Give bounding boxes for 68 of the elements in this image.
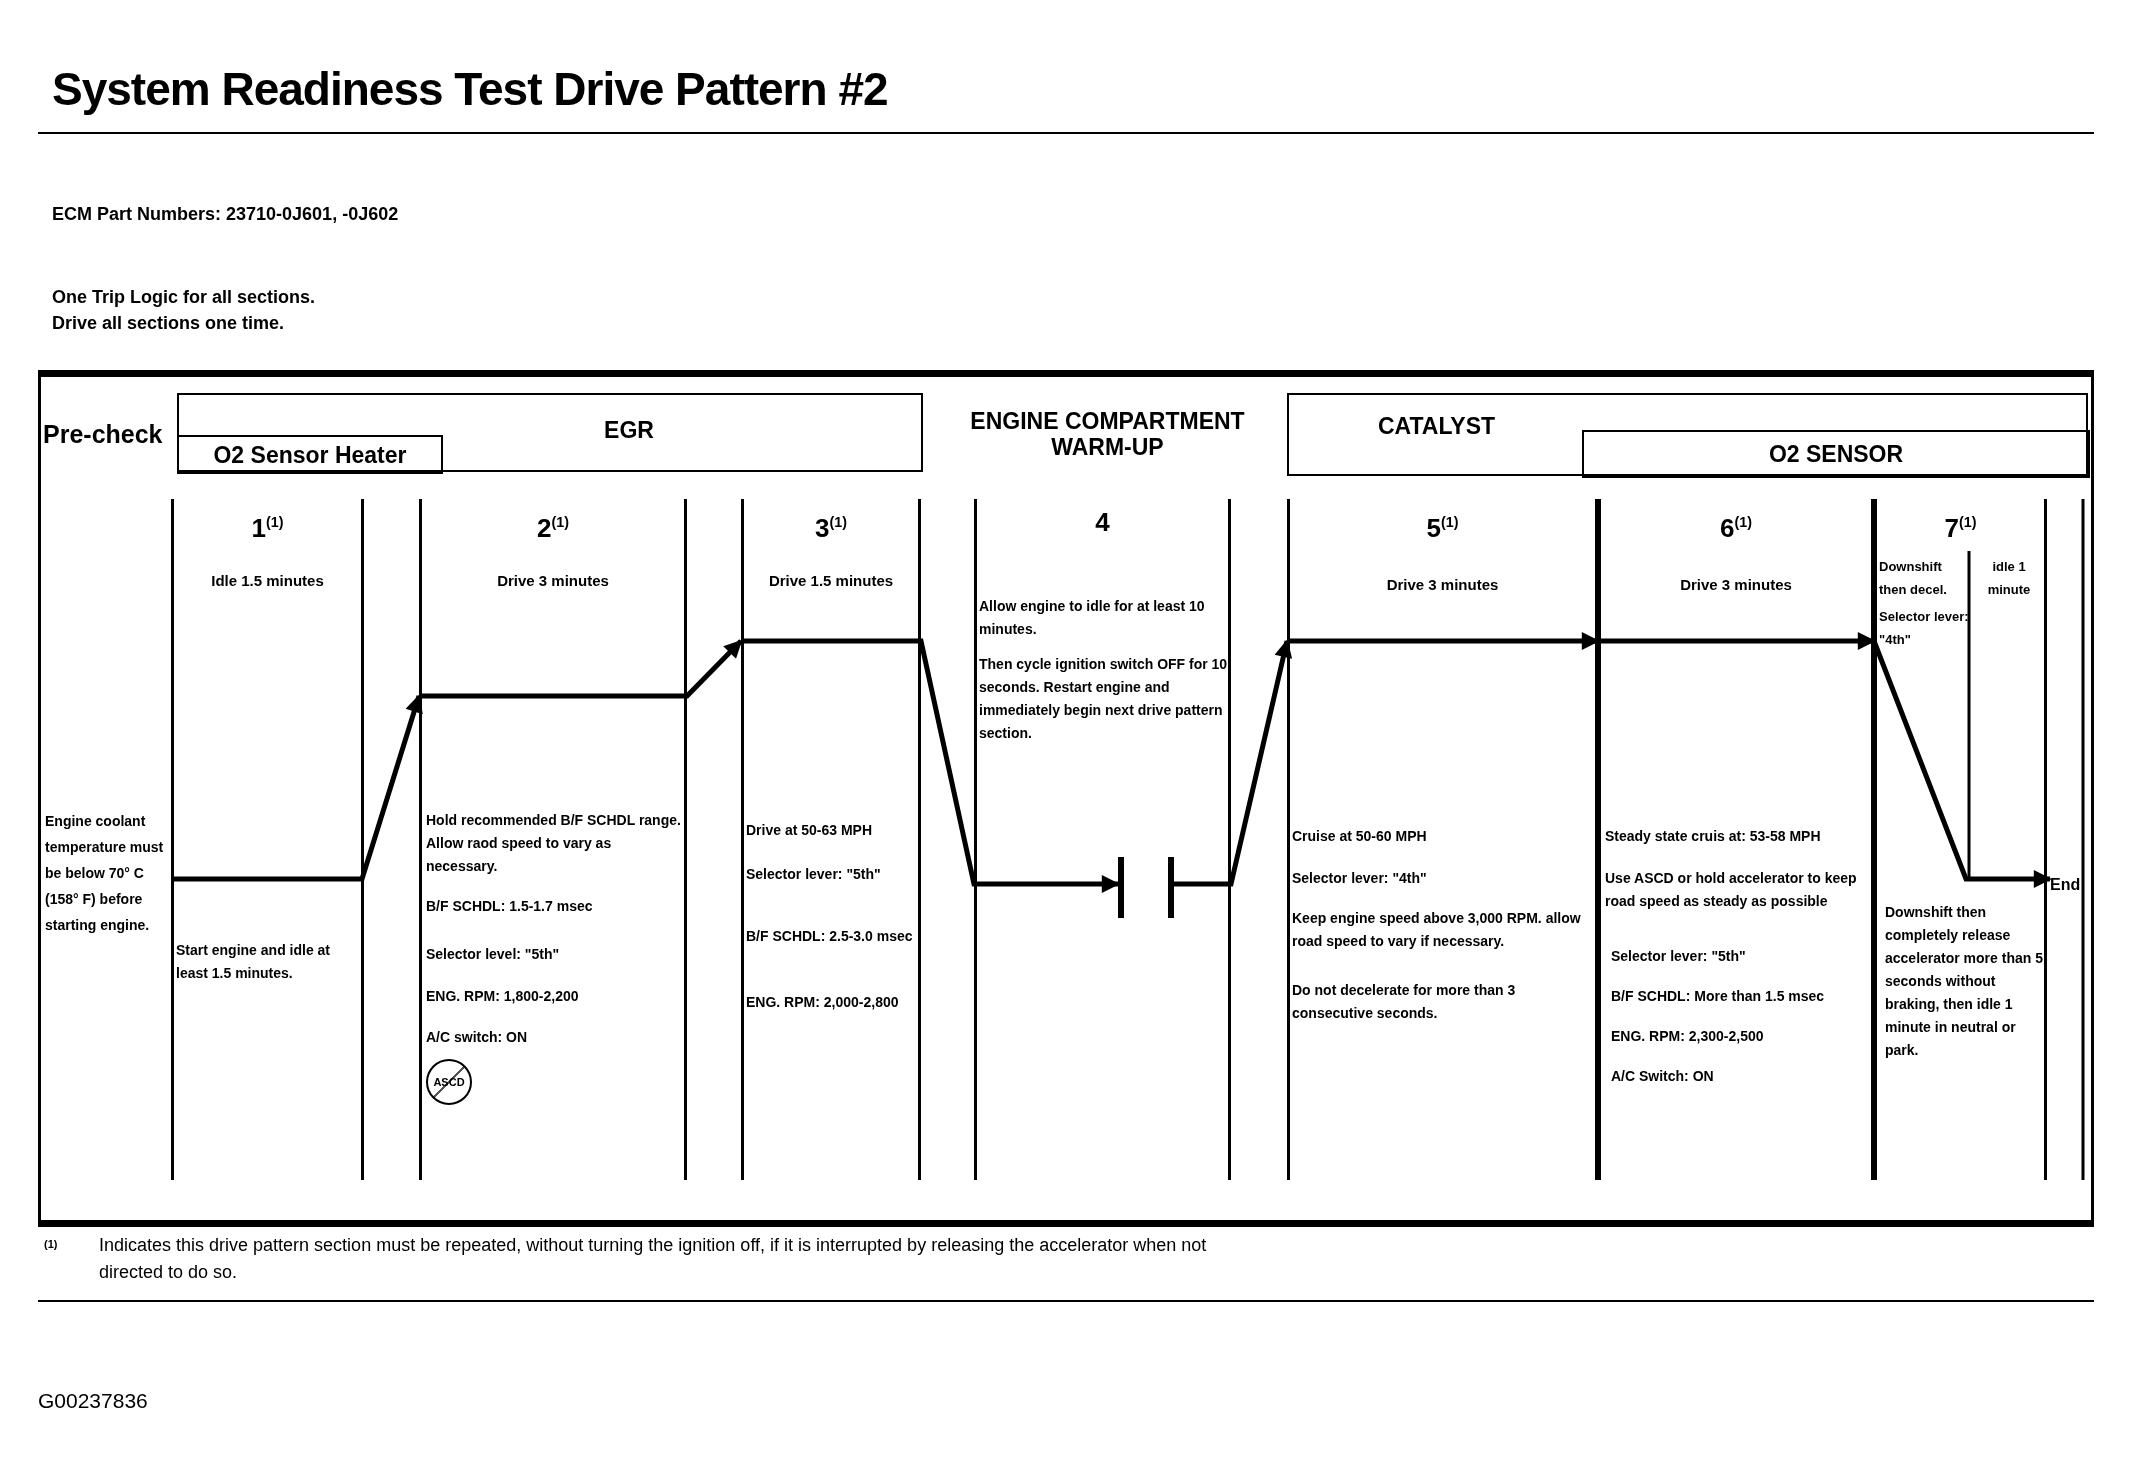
step-number: 3$^{(1)}$ — [814, 511, 848, 543]
instruction-text: Downshift then decel. — [1879, 558, 1948, 599]
instruction-text: Hold recommended B/F SCHDL range. Allow raod speed to vary as necessary. — [426, 811, 682, 876]
step-column — [1287, 499, 1598, 1180]
section-heading: ENGINE COMPARTMENT WARM-UP — [969, 408, 1246, 460]
band-title: EGR — [603, 417, 655, 443]
instruction-text: Idle 1.5 minutes — [210, 571, 325, 591]
step-column — [974, 499, 1231, 1180]
end-text: End — [2050, 873, 2081, 897]
note-text: One Trip Logic for all sections. — [52, 286, 317, 309]
arrow — [1173, 639, 1293, 887]
instruction-text: Drive 3 minutes — [1679, 575, 1793, 595]
instruction-text: B/F SCHDL: More than 1.5 msec — [1611, 987, 1826, 1006]
instruction-text: Allow engine to idle for at least 10 minutes. — [979, 597, 1206, 639]
instruction-text: idle 1 minute — [1986, 558, 2032, 599]
step-number: 5$^{(1)}$ — [1425, 511, 1460, 543]
instruction-text: ENG. RPM: 2,300-2,500 — [1611, 1027, 1765, 1046]
instruction-text: Selector lever: "4th" — [1879, 608, 1970, 649]
step-column — [741, 499, 921, 1180]
arrow — [419, 639, 743, 699]
step-number: 6$^{(1)}$ — [1719, 511, 1753, 543]
instruction-text: Drive 3 minutes — [496, 571, 610, 591]
band-title: CATALYST — [1376, 413, 1497, 439]
band-title: O2 Sensor Heater — [212, 442, 408, 468]
step-column — [419, 499, 687, 1180]
instruction-text: ENG. RPM: 2,000-2,800 — [746, 993, 900, 1012]
instruction-text: Start engine and idle at least 1.5 minutes. — [176, 941, 332, 983]
section-band — [1582, 430, 2090, 478]
note-text: Engine coolant temperature must be below 70° C (158° F) before starting engine. — [45, 812, 165, 935]
instruction-text: B/F SCHDL: 2.5-3.0 msec — [746, 927, 914, 946]
instruction-text: B/F SCHDL: 1.5-1.7 msec — [426, 897, 594, 916]
arrow — [741, 638, 1120, 893]
instruction-text: Drive 1.5 minutes — [767, 571, 895, 591]
instruction-text: Drive at 50-63 MPH — [746, 821, 874, 840]
instruction-text: Selector lever: "4th" — [1292, 869, 1428, 888]
instruction-text: Selector lever: "5th" — [746, 865, 882, 884]
instruction-text: A/C switch: ON — [426, 1028, 529, 1047]
step-column — [1598, 499, 1874, 1180]
section-band — [177, 435, 443, 474]
step-column — [171, 499, 364, 1180]
band-title: O2 SENSOR — [1767, 441, 1905, 467]
instruction-text: Steady state cruis at: 53-58 MPH — [1605, 827, 1822, 846]
footnote-mark: (1) — [44, 1237, 59, 1251]
instruction-text: Downshift then completely release accelerator more than 5 seconds without braking, then idle 1 minute in neutral or park. — [1885, 903, 2044, 1060]
step-number: 4 — [1094, 507, 1111, 537]
instruction-text: Do not decelerate for more than 3 consecutive seconds. — [1292, 981, 1517, 1023]
instruction-text: Use ASCD or hold accelerator to keep road speed as steady as possible — [1605, 869, 1858, 911]
instruction-text: Drive 3 minutes — [1385, 575, 1500, 595]
arrow — [171, 694, 423, 882]
section-band — [1287, 393, 2088, 476]
instruction-text: Keep engine speed above 3,000 RPM. allow road speed to vary if necessary. — [1292, 909, 1582, 951]
instruction-text: Cruise at 50-60 MPH — [1292, 827, 1428, 846]
instruction-text: Then cycle ignition switch OFF for 10 seconds. Restart engine and immediately begin next drive pattern section. — [979, 655, 1228, 743]
note-text: ECM Part Numbers: 23710-0J601, -0J602 — [52, 203, 400, 226]
page-title: System Readiness Test Drive Pattern #2 — [52, 62, 888, 116]
step-number: 1$^{(1)}$ — [250, 511, 285, 543]
note-text: Drive all sections one time. — [52, 312, 286, 335]
step-number: 2$^{(1)}$ — [536, 511, 570, 543]
step-column — [1874, 499, 2047, 1180]
instruction-text: Selector level: "5th" — [426, 945, 561, 964]
figure-code: G00237836 — [38, 1388, 149, 1414]
instruction-text: Selector lever: "5th" — [1611, 947, 1747, 966]
step-number: 7$^{(1)}$ — [1943, 511, 1978, 543]
section-band — [177, 393, 923, 472]
section-heading: Pre-check — [43, 419, 164, 450]
instruction-text: A/C Switch: ON — [1611, 1067, 1715, 1086]
footnote-text: Indicates this drive pattern section must be repeated, without turning the ignition off, if it is interrupted by releasing the accelerator when not directed to do so. — [99, 1234, 1208, 1284]
instruction-text: ENG. RPM: 1,800-2,200 — [426, 987, 580, 1006]
